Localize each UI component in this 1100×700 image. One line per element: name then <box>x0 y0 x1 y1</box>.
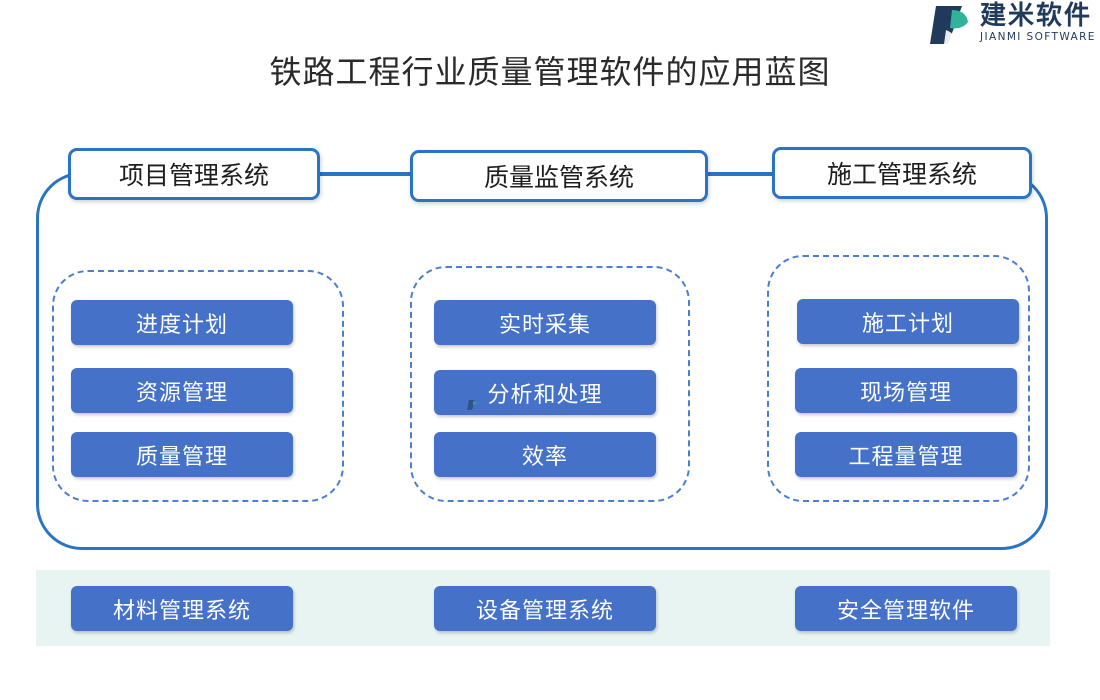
item-construction-plan: 施工计划 <box>797 299 1019 344</box>
page-title: 铁路工程行业质量管理软件的应用蓝图 <box>269 53 831 91</box>
item-resource-management: 资源管理 <box>71 368 293 413</box>
item-equipment-system: 设备管理系统 <box>434 586 656 631</box>
item-site-management: 现场管理 <box>795 368 1017 413</box>
watermark-icon <box>466 396 478 410</box>
item-schedule-plan: 进度计划 <box>71 300 293 345</box>
item-quantity-management: 工程量管理 <box>795 432 1017 477</box>
brand-name: 建米软件 <box>980 1 1093 31</box>
header-project-management: 项目管理系统 <box>68 148 320 200</box>
item-realtime-collection: 实时采集 <box>434 300 656 345</box>
brand-tagline: JIANMI SOFTWARE <box>980 31 1096 43</box>
item-analysis-processing: 分析和处理 <box>434 370 656 415</box>
brand-logo-icon <box>922 4 974 48</box>
header-quality-supervision: 质量监管系统 <box>410 150 708 202</box>
group-project-management <box>52 270 344 502</box>
item-materials-system: 材料管理系统 <box>71 586 293 631</box>
item-efficiency: 效率 <box>434 432 656 477</box>
item-quality-management: 质量管理 <box>71 432 293 477</box>
connector-line <box>706 173 774 176</box>
item-safety-software: 安全管理软件 <box>795 586 1017 631</box>
header-construction-management: 施工管理系统 <box>772 147 1032 199</box>
systems-frame <box>36 172 1048 550</box>
group-construction-management <box>767 255 1030 502</box>
group-quality-supervision <box>410 266 690 502</box>
connector-line <box>318 173 412 176</box>
